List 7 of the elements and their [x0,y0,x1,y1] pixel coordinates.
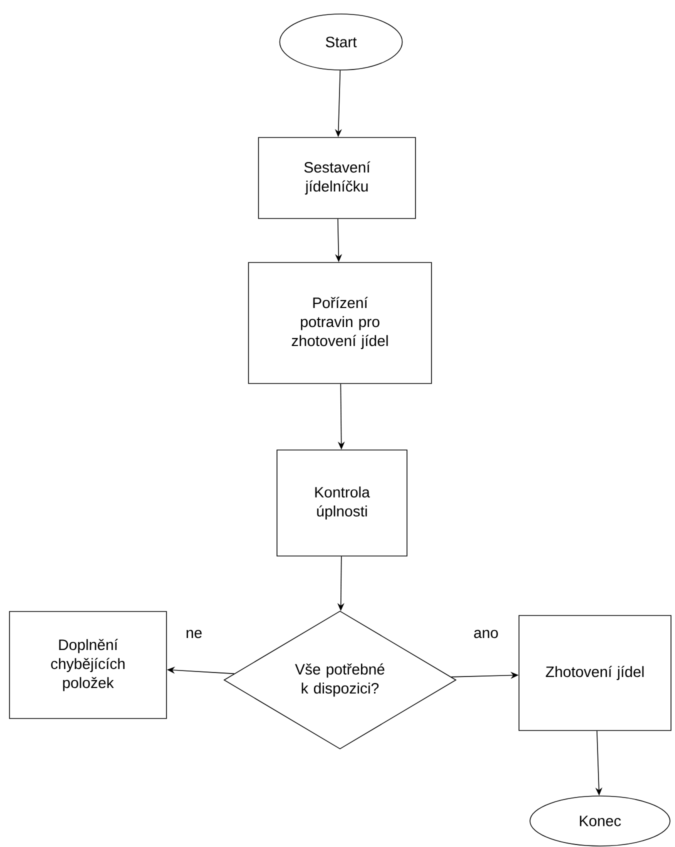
process-box: Zhotovení jídel [518,615,672,731]
process-box: Sestavení jídelníčku [258,137,416,219]
process-box: Kontrola úplnosti [276,450,408,556]
edge-label: ano [472,628,500,640]
edge-label: ne [184,628,204,640]
process-box: Pořízení potravin pro zhotovení jídel [248,262,432,384]
process-box: Doplnění chybějících položek [9,611,167,719]
